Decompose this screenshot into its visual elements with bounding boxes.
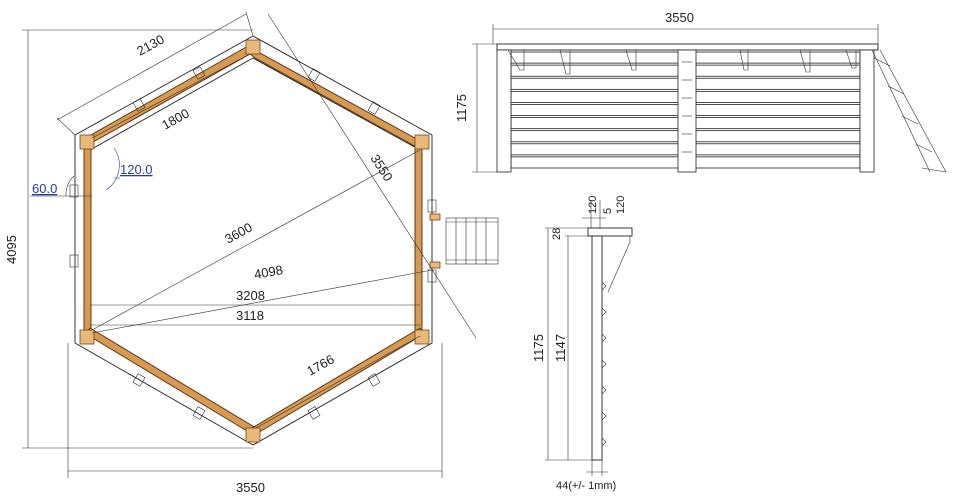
dim-inner-width: 3208 (236, 288, 265, 303)
dim-total-width: 3550 (236, 480, 265, 495)
plan-view: 2130 1800 60.0 120.0 3550 3600 4098 3208… (4, 11, 499, 495)
sec-dim-d: 28 (551, 228, 563, 240)
elevation-view: 3550 1175 (454, 10, 947, 173)
dim-angle-outer: 60.0 (32, 181, 57, 196)
sec-dim-total: 1175 (531, 334, 546, 362)
section-view: 120 5 120 28 1175 1147 44(+/- 1mm) (531, 196, 633, 492)
sec-dim-thickness: 44(+/- 1mm) (556, 480, 616, 492)
dim-inner-width2: 3118 (236, 308, 264, 323)
sec-dim-c: 120 (615, 196, 627, 214)
ladder-plan (429, 213, 499, 269)
elev-dim-height: 1175 (454, 94, 469, 122)
plan-dimension-lines (22, 11, 477, 478)
dim-side-top: 2130 (134, 31, 167, 58)
wall-brackets (69, 66, 437, 420)
dim-inner-diag: 3600 (222, 219, 255, 246)
sec-dim-inner: 1147 (553, 334, 568, 362)
frame-beams (79, 39, 430, 443)
dim-total-height: 4095 (4, 235, 19, 264)
sec-dim-a: 120 (587, 196, 599, 214)
sec-dim-b: 5 (602, 208, 614, 214)
dim-diag-long: 3550 (367, 151, 395, 183)
dim-side-bottom: 1766 (304, 351, 337, 378)
hexagon-outer (74, 35, 433, 446)
elevation-brackets (507, 49, 857, 75)
elev-dim-width: 3550 (665, 10, 694, 25)
dim-inner-side: 1800 (159, 105, 192, 132)
elevation-ladder (871, 49, 947, 173)
dim-angle-inner: 120.0 (120, 162, 153, 177)
dim-outer-diag: 4098 (253, 262, 284, 282)
